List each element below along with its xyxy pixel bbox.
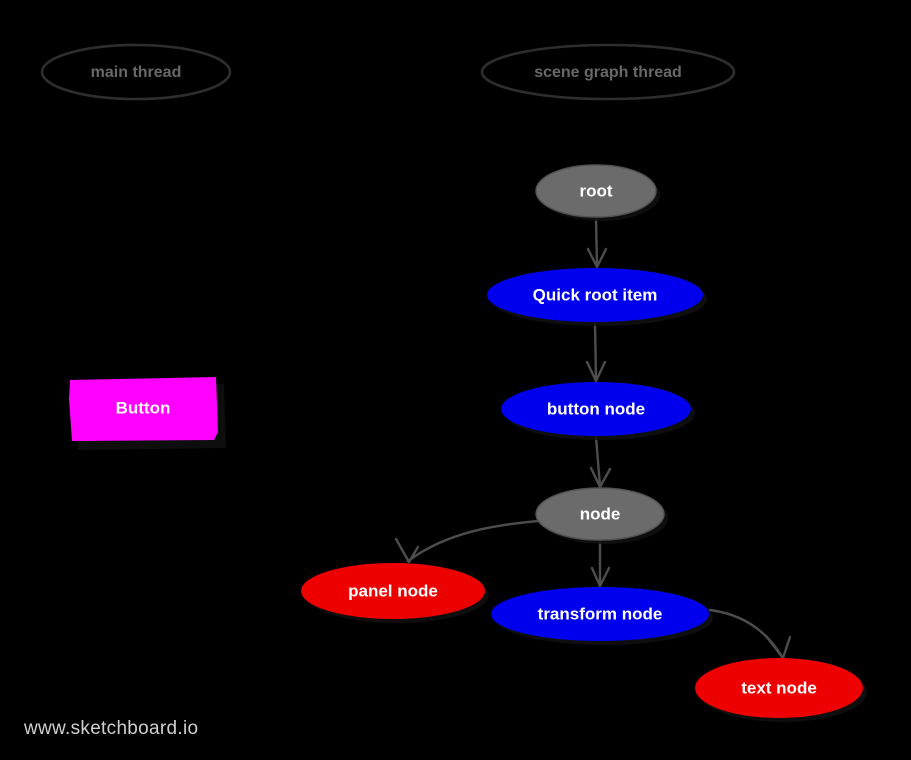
arrowhead-icon [589, 466, 612, 489]
node-panel-node-shape[interactable] [301, 563, 485, 619]
edge-root-to-quick-root-item [586, 217, 608, 269]
node-layer: root Quick root item button node node [301, 164, 867, 722]
arrowhead-icon [590, 566, 611, 588]
edge-layer [394, 217, 792, 660]
arrowhead-icon [764, 634, 792, 660]
node-text-node-shape[interactable] [695, 658, 863, 718]
node-node[interactable]: node [535, 487, 668, 544]
edge-transform-node-to-text-node [708, 608, 792, 660]
edge-line [593, 321, 598, 382]
node-transform-node[interactable]: transform node [491, 587, 713, 645]
edge-node-to-panel-node [394, 519, 540, 564]
arrowhead-icon [394, 537, 420, 564]
node-panel-node[interactable]: panel node [301, 563, 489, 623]
watermark-label: www.sketchboard.io [23, 718, 198, 739]
widget-button-shape[interactable] [69, 377, 218, 441]
node-button-node-shape[interactable] [501, 382, 691, 436]
arrowhead-icon [585, 360, 607, 383]
swimlane-main-thread-label: main thread [91, 64, 182, 81]
node-root-shape[interactable] [535, 164, 657, 218]
node-root[interactable]: root [535, 164, 660, 221]
edge-line [594, 217, 599, 268]
swimlane-main-thread[interactable]: main thread [40, 43, 232, 101]
edge-quick-root-item-to-button-node [585, 321, 607, 383]
edge-button-node-to-node [589, 435, 612, 489]
node-quick-root-item[interactable]: Quick root item [487, 268, 707, 326]
swimlane-scene-graph-thread-shape[interactable] [480, 43, 736, 101]
widget-button[interactable]: Button [69, 377, 226, 450]
node-transform-node-shape[interactable] [491, 587, 709, 641]
node-button-node[interactable]: button node [501, 382, 695, 440]
arrowhead-icon [586, 247, 608, 269]
edge-line [406, 519, 540, 563]
edge-line [594, 435, 602, 488]
node-quick-root-item-shape[interactable] [487, 268, 703, 322]
node-node-shape[interactable] [535, 487, 665, 541]
swimlane-main-thread-shape[interactable] [40, 43, 232, 101]
swimlane-scene-graph-thread[interactable]: scene graph thread [480, 43, 736, 101]
swimlane-layer: main thread scene graph thread [40, 43, 736, 101]
edge-line [708, 608, 784, 659]
node-text-node[interactable]: text node [695, 658, 867, 722]
edge-node-to-transform-node [590, 539, 611, 588]
swimlane-scene-graph-thread-label: scene graph thread [534, 64, 682, 81]
